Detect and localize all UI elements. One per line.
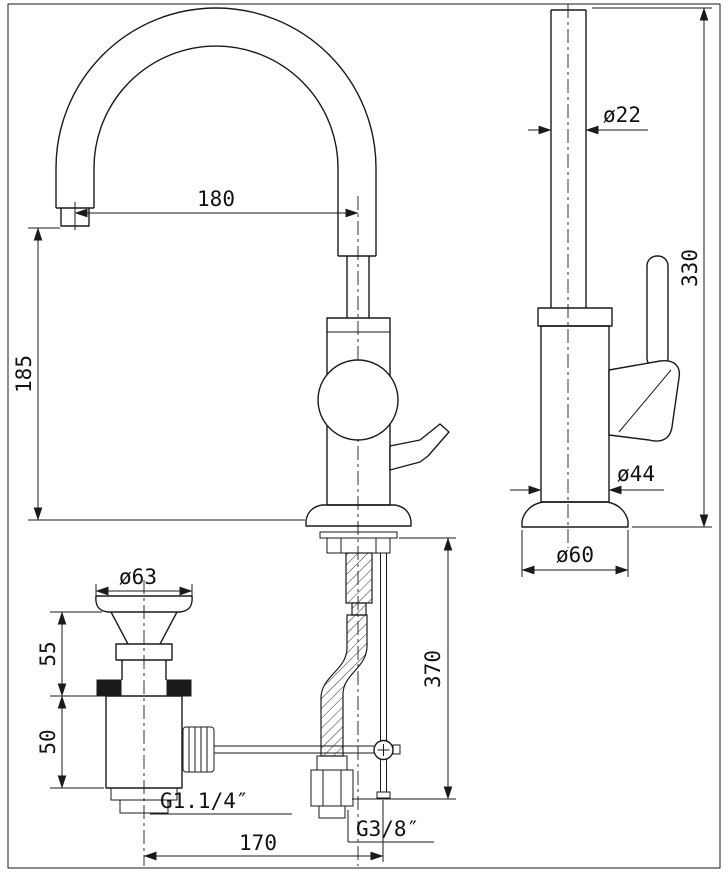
faucet-body-front bbox=[305, 317, 450, 527]
drain-collar bbox=[115, 643, 173, 661]
dim-spout-reach-label: 180 bbox=[197, 187, 235, 211]
drain-tailpiece bbox=[119, 799, 169, 814]
drain-taper-left bbox=[110, 611, 129, 645]
dim-drain-upper-label: 55 bbox=[36, 641, 60, 666]
pop-up-rod bbox=[214, 553, 401, 799]
mounting-nut bbox=[326, 537, 391, 554]
hose-body bbox=[320, 614, 368, 757]
rod-adjuster-knurl bbox=[182, 726, 215, 773]
hose-collar bbox=[316, 755, 348, 771]
dim-outlet-height-label: 185 bbox=[12, 355, 36, 393]
dim-hose-drop-label: 370 bbox=[421, 650, 445, 688]
base-flange-front bbox=[305, 504, 412, 527]
dim-drain-lower-label: 50 bbox=[36, 729, 60, 754]
drain-seal-right bbox=[166, 679, 192, 697]
handle-hub-joint-line bbox=[618, 369, 672, 433]
rod-end-cap bbox=[376, 791, 391, 799]
drain-assembly bbox=[95, 595, 215, 814]
handle-lever-front bbox=[389, 423, 450, 471]
drain-taper-right bbox=[159, 611, 178, 645]
spout-tube-side bbox=[550, 9, 587, 308]
side-view bbox=[521, 9, 681, 528]
centerlines bbox=[143, 4, 569, 866]
dim-base-diameter-label: ø60 bbox=[556, 543, 594, 567]
spout-outer-arc bbox=[55, 7, 377, 256]
body-cylinder-side bbox=[540, 325, 610, 503]
dim-overall-height-label: 330 bbox=[678, 249, 702, 287]
hose-hex-nut bbox=[310, 769, 354, 807]
mounting-washer bbox=[319, 531, 398, 539]
spout-inner-arc bbox=[93, 45, 339, 256]
drain-seal-left bbox=[96, 679, 122, 697]
drain-flange-lip bbox=[95, 595, 193, 613]
mounting-hardware bbox=[319, 531, 398, 616]
dim-drain-flange-label: ø63 bbox=[119, 565, 157, 589]
handle-side bbox=[608, 255, 681, 442]
dim-body-diameter-label: ø44 bbox=[617, 462, 655, 486]
supply-thread-label: G3/8″ bbox=[356, 817, 419, 841]
body-collar-side bbox=[537, 307, 613, 327]
front-view bbox=[55, 7, 450, 819]
handle-stick bbox=[646, 255, 669, 369]
gooseneck-spout bbox=[55, 7, 377, 318]
threaded-shank bbox=[345, 552, 373, 604]
lever-rod-stub bbox=[392, 744, 401, 755]
hose-thread-end bbox=[318, 805, 346, 819]
drain-thread-label: G1.1/4″ bbox=[160, 789, 249, 813]
mixer-sphere bbox=[317, 359, 399, 441]
dim-spout-tube-label: ø22 bbox=[603, 103, 641, 127]
shank-tip bbox=[351, 602, 367, 616]
drawing-border-frame bbox=[7, 3, 721, 869]
dim-drain-offset-label: 170 bbox=[239, 831, 277, 855]
base-flange-side bbox=[521, 501, 629, 528]
dimension-annotations: 180 185 ø63 55 50 370 G1.1/4″ G3/8″ bbox=[12, 7, 712, 862]
supply-hose bbox=[310, 614, 368, 819]
